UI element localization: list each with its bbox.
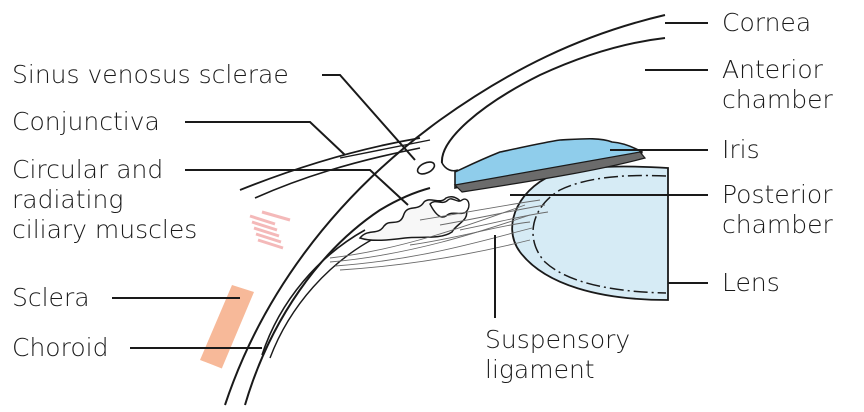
label-posterior-chamber: Posterior chamber	[722, 180, 833, 240]
lens-shape	[511, 165, 669, 301]
lens-capsule-dashed	[532, 174, 667, 294]
label-posterior-chamber-line1: Posterior	[722, 180, 833, 209]
cornea-inner-tip	[441, 162, 459, 172]
label-ciliary-muscles-line2: radiating	[12, 185, 124, 214]
conjunctiva-line-3	[339, 139, 431, 159]
cornea-inner	[440, 37, 666, 164]
ciliary-pink-region	[249, 210, 291, 250]
label-choroid: Choroid	[12, 333, 109, 362]
cornea-outer	[224, 14, 666, 406]
label-anterior-chamber-line2: chamber	[722, 85, 833, 114]
label-cornea: Cornea	[722, 8, 812, 37]
choroid-line-inner	[269, 237, 376, 359]
label-anterior-chamber: Anterior chamber	[722, 55, 833, 115]
label-lens: Lens	[722, 268, 780, 297]
sinus-venosus-shape	[416, 161, 436, 175]
label-iris: Iris	[722, 135, 760, 164]
leader-lines	[112, 22, 708, 349]
label-suspensory-ligament: Suspensory ligament	[485, 325, 630, 385]
sclera-inner-wall	[244, 187, 431, 406]
suspensory-ligament-fibers	[329, 199, 549, 271]
choroid-lower	[201, 359, 223, 369]
conjunctiva-line-1	[239, 137, 421, 191]
label-ciliary-muscles-line1: Circular and	[12, 155, 164, 184]
label-ciliary-muscles: Circular and radiating ciliary muscles	[12, 155, 197, 245]
label-anterior-chamber-line1: Anterior	[722, 55, 823, 84]
label-posterior-chamber-line2: chamber	[722, 210, 833, 239]
label-conjunctiva: Conjunctiva	[12, 107, 160, 136]
label-suspensory-ligament-line2: ligament	[485, 355, 595, 384]
label-sinus-venosus-sclerae: Sinus venosus sclerae	[12, 60, 289, 89]
label-ciliary-muscles-line3: ciliary muscles	[12, 215, 198, 244]
choroid-line-outer	[261, 229, 366, 356]
ciliary-process-squiggle	[429, 198, 470, 218]
iris-pigment-layer	[453, 151, 647, 193]
label-suspensory-ligament-line1: Suspensory	[485, 325, 631, 354]
label-sclera: Sclera	[12, 283, 90, 312]
